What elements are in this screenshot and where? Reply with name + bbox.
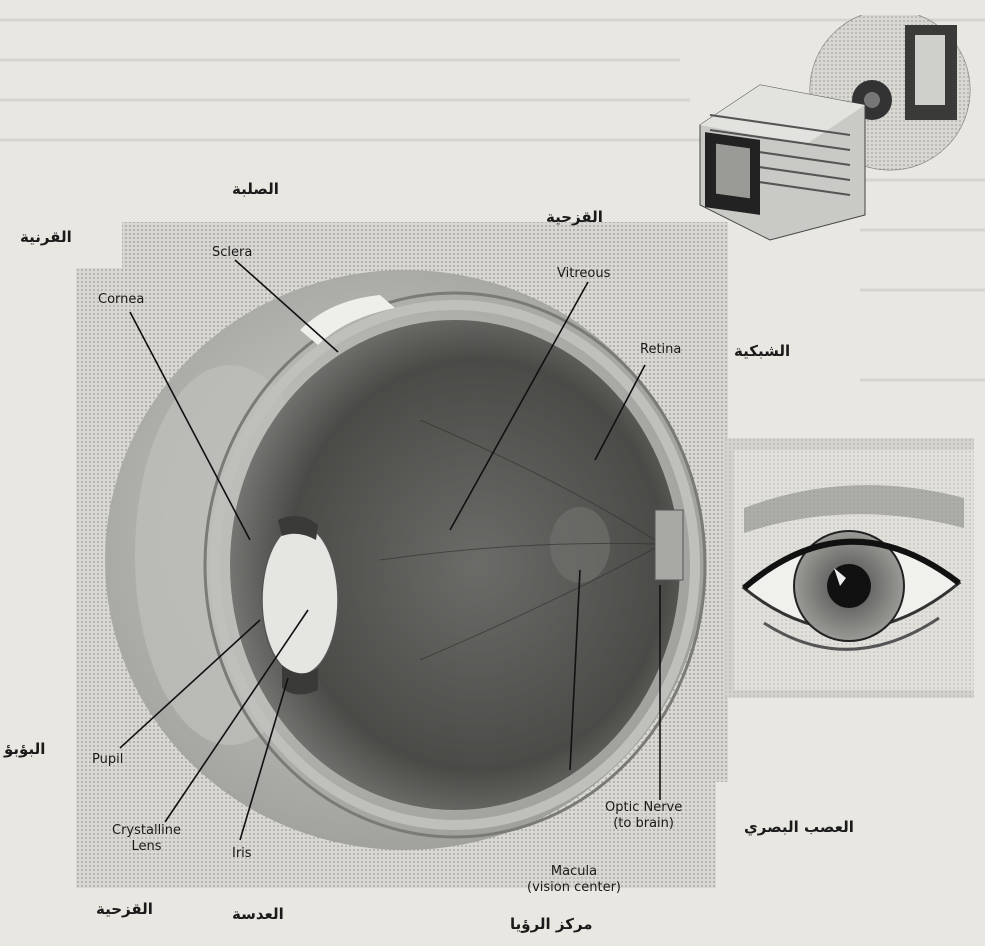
eye-photo <box>724 438 974 698</box>
arabic-label-pupil: البؤبؤ <box>4 740 45 758</box>
label-macula-line2: (vision center) <box>527 880 621 896</box>
label-crystalline-lens: Crystalline Lens <box>112 823 181 855</box>
crystalline-lens <box>262 525 338 675</box>
label-optic-line1: Optic Nerve <box>605 800 682 816</box>
label-iris: Iris <box>232 846 252 861</box>
label-macula-line1: Macula <box>527 864 621 880</box>
arabic-label-optic-nerve: العصب البصري <box>744 818 854 836</box>
photo-pupil <box>827 564 871 608</box>
arabic-label-lens: العدسة <box>232 905 284 923</box>
arabic-label-macula: مركز الرؤيا <box>510 915 593 933</box>
label-optic-nerve: Optic Nerve (to brain) <box>605 800 682 832</box>
arabic-label-sclera: الصلبة <box>232 180 279 198</box>
arabic-label-iris-top: القزحية <box>546 208 603 226</box>
arabic-label-iris-bottom: القزحية <box>96 900 153 918</box>
arabic-label-cornea: القرنية <box>20 228 72 246</box>
label-lens-line2: Lens <box>112 839 181 855</box>
label-cornea: Cornea <box>98 292 144 307</box>
label-retina: Retina <box>640 342 681 357</box>
label-macula: Macula (vision center) <box>527 864 621 896</box>
optic-nerve <box>655 510 683 580</box>
label-sclera: Sclera <box>212 245 252 260</box>
arabic-label-retina: الشبكية <box>734 342 790 360</box>
label-vitreous: Vitreous <box>557 266 610 281</box>
camera-eye-illustration <box>690 15 980 245</box>
label-optic-line2: (to brain) <box>605 816 682 832</box>
label-lens-line1: Crystalline <box>112 823 181 839</box>
label-pupil: Pupil <box>92 752 123 767</box>
